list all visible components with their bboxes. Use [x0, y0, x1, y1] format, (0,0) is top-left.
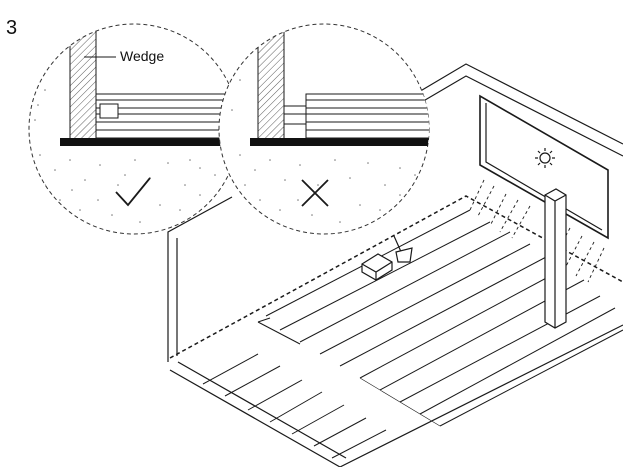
wall-section [69, 24, 97, 141]
room-illustration [167, 63, 623, 468]
step-number: 3 [6, 17, 18, 39]
tapping-block [361, 253, 393, 281]
checkmark-icon [115, 177, 151, 207]
detail-correct [28, 23, 240, 235]
wall-section-right [257, 24, 285, 141]
back-wall [411, 63, 623, 145]
detail-incorrect [218, 23, 430, 235]
hammer-icon [393, 235, 413, 263]
floor-front-edge [169, 369, 341, 468]
support-post [544, 188, 567, 329]
floor-base-right [250, 138, 429, 146]
subfloor-stipple [34, 39, 216, 223]
left-wall [167, 196, 233, 362]
window-frame [479, 94, 609, 240]
floor-boards [202, 209, 623, 459]
floor-back-edge [169, 195, 623, 359]
subfloor-stipple-right [231, 49, 416, 223]
floor-base [60, 138, 239, 146]
cross-icon [301, 179, 329, 207]
sun-icon [535, 148, 555, 168]
sunlight-rays [469, 179, 605, 283]
wedge-callout-label: Wedge [120, 48, 165, 64]
